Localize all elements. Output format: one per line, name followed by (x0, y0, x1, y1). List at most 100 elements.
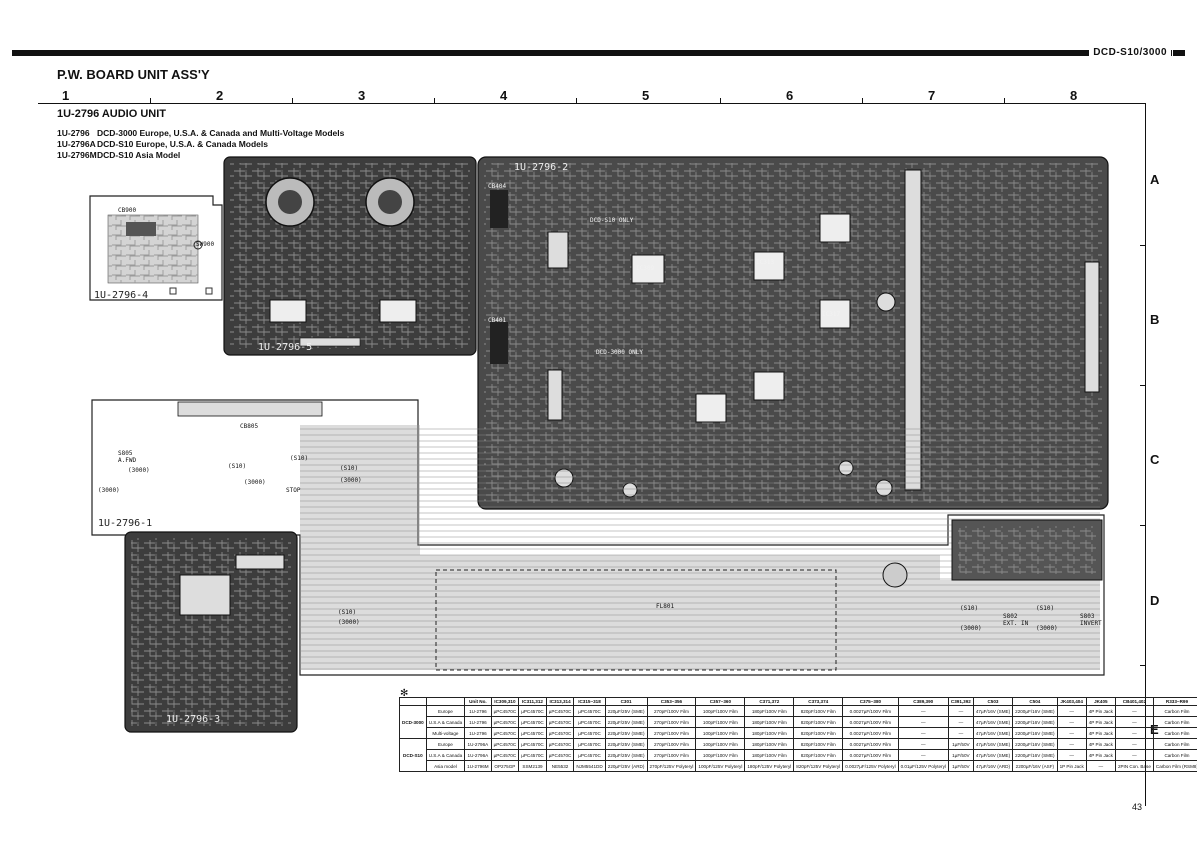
table-header-cell: IC315~318 (573, 697, 606, 706)
table-cell: — (1056, 716, 1087, 728)
table-cell: 47µF/16V (SME) (972, 727, 1014, 739)
column-label: 1 (62, 88, 70, 103)
component-label: S802 (1003, 613, 1018, 620)
table-cell: 100pF/100V Film (695, 749, 746, 761)
row-tick (1140, 665, 1145, 666)
column-tick (720, 98, 721, 103)
component-labels: CB900 SW900 CB805 S805 A.FWD (3000) (300… (98, 207, 1102, 632)
table-cell: 220µF/25V (SME) (604, 738, 648, 750)
table-cell: µPC4570C (490, 705, 520, 717)
table-cell: µPC4570C (490, 716, 520, 728)
table-model-cell: DCD-S10 (399, 738, 427, 772)
table-cell: 4P Pin Jack (1085, 749, 1116, 761)
table-cell: 100pF/100V Film (695, 716, 746, 728)
table-cell: 220µF/25V (SME) (604, 749, 648, 761)
row-tick (1140, 245, 1145, 246)
table-cell: 0.0027µF/100V Film (842, 749, 899, 761)
table-cell: Europe (425, 705, 466, 717)
table-cell: 820pF/100V Film (793, 716, 844, 728)
table-header-cell: R333~R99 (1152, 697, 1197, 706)
component-label: (3000) (1036, 625, 1058, 632)
table-cell: µPC4570C (518, 727, 547, 739)
unit-title: 1U-2796 AUDIO UNIT (57, 108, 167, 120)
variant-desc: DCD-S10 Europe, U.S.A. & Canada Models (97, 139, 268, 149)
variant-row: 1U-2796ADCD-S10 Europe, U.S.A. & Canada … (57, 139, 344, 150)
table-header-cell: C357~360 (695, 697, 746, 706)
table-cell: 0.0027µF/100V Film (842, 716, 899, 728)
component-label: (3000) (98, 487, 120, 494)
board-1u-2796-3 (124, 531, 298, 733)
table-cell: Carbon Film (1152, 716, 1197, 728)
variant-desc: DCD-S10 Asia Model (97, 150, 181, 160)
table-cell: 220µF/25V (SME) (604, 716, 648, 728)
table-cell: µPC4570C (518, 749, 547, 761)
table-header-row: Unit No. IC309,310 IC311,312 IC313,314 I… (399, 697, 1197, 706)
row-rule (1145, 103, 1146, 806)
table-cell: — (1056, 705, 1087, 717)
column-label: 7 (928, 88, 936, 103)
table-cell: 47µF/16V (ARD) (972, 760, 1014, 772)
table-cell: 270pF/100V Film (646, 738, 697, 750)
table-cell: Asia model (425, 760, 466, 772)
column-tick (1004, 98, 1005, 103)
table-cell: µPC4570C (518, 738, 547, 750)
board-name-label: 1U-2796-3 (166, 714, 220, 725)
component-label: (3000) (338, 619, 360, 626)
table-cell: 270pF/125V Polyteryl (646, 760, 697, 772)
row-label: B (1150, 312, 1160, 327)
table-cell: — (897, 738, 949, 750)
row-label: D (1150, 593, 1160, 608)
table-cell: 180pF/100V Film (744, 705, 795, 717)
component-label: S805 (118, 450, 133, 457)
table-cell: 2200µF/16V (SME) (1012, 749, 1058, 761)
variant-code: 1U-2796 (57, 128, 90, 138)
table-cell: — (1114, 705, 1154, 717)
table-header-cell: C375~380 (842, 697, 899, 706)
top-rule-tail (1173, 50, 1185, 56)
table-cell: 270pF/100V Film (646, 705, 697, 717)
component-label: CB404 (488, 183, 506, 190)
column-rule (38, 103, 1146, 104)
table-cell: 4P Pin Jack (1085, 738, 1116, 750)
table-cell: — (1114, 749, 1154, 761)
table-header-cell: JK405 (1085, 697, 1116, 706)
table-cell: 820pF/100V Film (793, 738, 844, 750)
table-cell: 220µF/25V (SME) (604, 727, 648, 739)
component-label: (3000) (128, 467, 150, 474)
column-label: 4 (500, 88, 508, 103)
table-header-cell: C371,372 (744, 697, 795, 706)
component-label: DCD-3000 ONLY (596, 349, 643, 356)
column-label: 5 (642, 88, 650, 103)
board-name-label: 1U-2796-2 (514, 162, 568, 173)
table-cell: 1U-2796A (464, 749, 492, 761)
table-cell: NE5532 (545, 760, 575, 772)
component-label: IC313 (756, 259, 774, 266)
component-label: SW900 (196, 241, 214, 248)
table-cell: — (1056, 727, 1087, 739)
table-cell: SSM2139 (518, 760, 547, 772)
column-tick (434, 98, 435, 103)
table-header-cell: C503 (972, 697, 1014, 706)
table-cell: 100pF/125V Polyteryl (695, 760, 746, 772)
table-cell: Carbon Film (RSM8) (1152, 760, 1197, 772)
table-cell: 180pF/100V Film (744, 727, 795, 739)
table-cell: — (1114, 716, 1154, 728)
table-cell: µPC4570C (490, 727, 520, 739)
table-cell: NJM5541DD (573, 760, 606, 772)
table-cell: — (947, 705, 974, 717)
top-rule (12, 50, 1172, 56)
table-cell: OP275GP (490, 760, 520, 772)
column-label: 6 (786, 88, 794, 103)
variant-code: 1U-2796M (57, 150, 97, 160)
table-header-cell: IC313,314 (545, 697, 575, 706)
table-cell: 1P Pin Jack (1056, 760, 1087, 772)
table-cell: — (897, 705, 949, 717)
table-cell: — (1056, 738, 1087, 750)
table-cell: — (897, 727, 949, 739)
table-cell: 820pF/125V Polyteryl (793, 760, 844, 772)
table-cell: 1U-2796A (464, 738, 492, 750)
column-numbers: 1 2 3 4 5 6 7 8 (38, 88, 1146, 103)
column-label: 3 (358, 88, 366, 103)
